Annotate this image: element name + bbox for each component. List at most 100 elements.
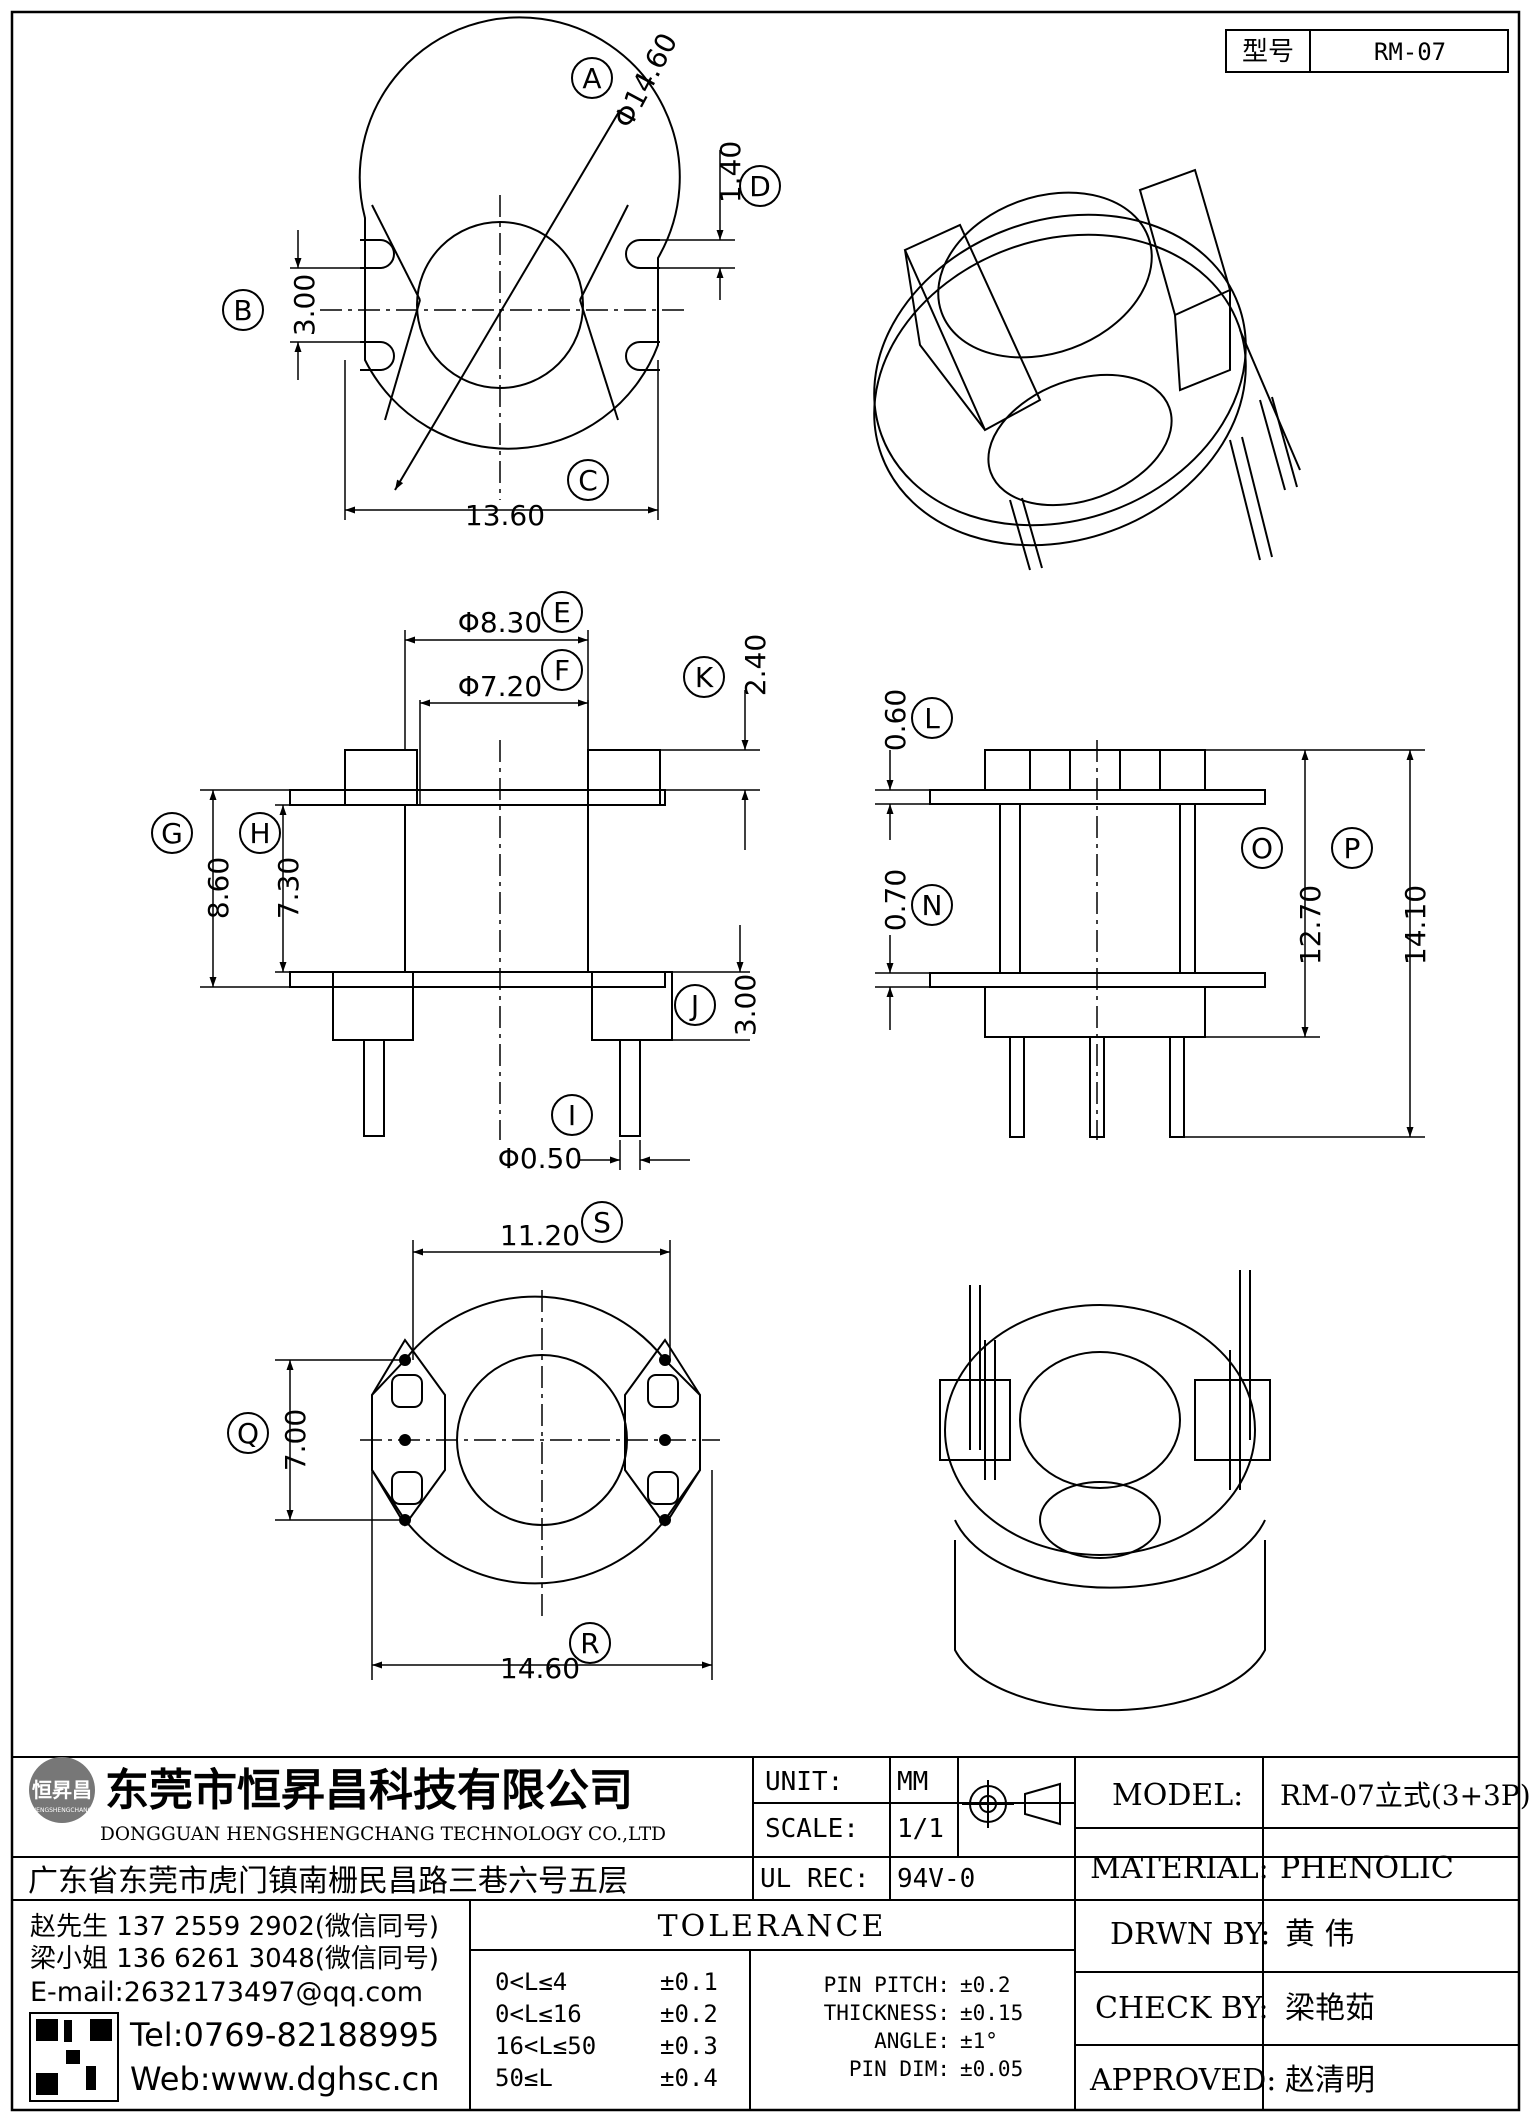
marker-D-circle — [739, 165, 781, 207]
dim-R-value: 14.60 — [500, 1652, 580, 1685]
dim-I-value: Φ0.50 — [498, 1142, 582, 1175]
model-box-value: RM-07 — [1374, 38, 1446, 66]
marker-P-circle — [1331, 827, 1373, 869]
bottom-view — [275, 1240, 720, 1680]
front-view-dims: Φ8.30 Φ7.20 2.40 8.60 7.30 3.00 Φ0.50 — [202, 606, 772, 1175]
side-view — [875, 740, 1425, 1140]
model-label: MODEL: — [1112, 1778, 1243, 1813]
marker-H-circle — [239, 812, 281, 854]
logo-subtext: HENGSHENGCHANG — [32, 1807, 93, 1814]
spec-label: THICKNESS: — [824, 2001, 950, 2025]
projection-symbol — [962, 1780, 1061, 1828]
approved-value: 赵清明 — [1285, 2063, 1375, 2098]
marker-O-circle — [1241, 827, 1283, 869]
dim-A-value: Φ14.60 — [607, 28, 684, 134]
marker-N-label: N — [922, 889, 943, 922]
contact-1: 赵先生 137 2559 2902(微信同号) — [30, 1912, 439, 1942]
logo-text: 恒昇昌 — [32, 1778, 92, 1802]
marker-C-circle — [567, 459, 609, 501]
marker-H-label: H — [249, 817, 270, 850]
model-box: 型号 RM-07 — [1225, 29, 1509, 73]
side-view-dims: 0.60 0.70 12.70 14.10 — [879, 689, 1432, 965]
bottom-view-dims: 11.20 7.00 14.60 — [279, 1219, 580, 1685]
dim-E-value: Φ8.30 — [458, 606, 542, 639]
tolerance-range: 0<L≤4 — [495, 1968, 567, 1996]
spec-value: ±0.15 — [960, 2001, 1023, 2025]
dim-F-value: Φ7.20 — [458, 670, 542, 703]
scale-value: 1/1 — [897, 1814, 944, 1844]
marker-F-label: F — [554, 654, 570, 687]
marker-P-label: P — [1344, 832, 1361, 865]
company-name-en: DONGGUAN HENGSHENGCHANG TECHNOLOGY CO.,L… — [100, 1824, 666, 1845]
dim-L-value: 0.60 — [879, 689, 912, 751]
ulrec-label: UL REC: — [760, 1864, 870, 1894]
marker-B-circle — [222, 289, 264, 331]
marker-R-circle — [569, 1622, 611, 1664]
drwn-value: 黄 伟 — [1285, 1917, 1355, 1952]
tolerance-range: 16<L≤50 — [495, 2032, 596, 2060]
drwn-label: DRWN BY: — [1110, 1917, 1270, 1952]
dim-H-value: 7.30 — [272, 857, 305, 919]
unit-label: UNIT: — [765, 1767, 843, 1797]
marker-N-circle — [911, 884, 953, 926]
dim-Q-value: 7.00 — [279, 1409, 312, 1471]
spec-value: ±1° — [960, 2029, 998, 2053]
dim-G-value: 8.60 — [202, 857, 235, 919]
marker-D-label: D — [749, 170, 771, 203]
check-value: 梁艳茹 — [1285, 1991, 1375, 2026]
tolerance-range: 50≤L — [495, 2064, 553, 2092]
marker-S-circle — [581, 1201, 623, 1243]
tolerance-title: TOLERANCE — [658, 1909, 887, 1944]
dim-K-value: 2.40 — [739, 634, 772, 696]
dim-P-value: 14.10 — [1399, 885, 1432, 965]
model-box-label: 型号 — [1242, 37, 1294, 67]
marker-K-label: K — [695, 661, 714, 694]
spec-label: ANGLE: — [874, 2029, 950, 2053]
marker-A-circle — [571, 57, 613, 99]
top-view — [290, 16, 735, 520]
dim-O-value: 12.70 — [1294, 885, 1327, 965]
material-label: MATERIAL: — [1090, 1851, 1269, 1886]
material-value: PHENOLIC — [1280, 1851, 1454, 1886]
approved-label: APPROVED: — [1089, 2063, 1276, 2098]
marker-L-label: L — [924, 702, 940, 735]
front-view — [200, 630, 760, 1170]
tolerance-table: 0<L≤4±0.10<L≤16±0.216<L≤50±0.350≤L±0.4 — [495, 1968, 718, 2092]
unit-value: MM — [897, 1767, 928, 1797]
marker-I-label: I — [568, 1099, 576, 1132]
marker-F-circle — [541, 649, 583, 691]
telephone: Tel:0769-82188995 — [129, 2016, 439, 2054]
marker-R-label: R — [580, 1627, 599, 1660]
marker-G-label: G — [161, 817, 183, 850]
qr-code — [29, 2012, 119, 2102]
dim-N-value: 0.70 — [879, 869, 912, 931]
scale-label: SCALE: — [765, 1814, 859, 1844]
marker-I-circle — [551, 1094, 593, 1136]
company-logo: 恒昇昌 HENGSHENGCHANG — [29, 1757, 95, 1823]
marker-E-label: E — [553, 596, 571, 629]
marker-J-circle — [674, 984, 716, 1026]
spec-label: PIN PITCH: — [824, 1973, 950, 1997]
tolerance-value: ±0.1 — [660, 1968, 718, 1996]
company-address: 广东省东莞市虎门镇南栅民昌路三巷六号五层 — [28, 1864, 628, 1899]
marker-B-label: B — [233, 294, 252, 327]
top-view-dims: Φ14.60 13.60 3.00 1.40 — [288, 28, 747, 532]
marker-K-circle — [683, 656, 725, 698]
spec-label: PIN DIM: — [849, 2057, 950, 2081]
contact-2: 梁小姐 136 6261 3048(微信同号) — [30, 1944, 439, 1974]
marker-Q-circle — [227, 1412, 269, 1454]
tolerance-value: ±0.2 — [660, 2000, 718, 2028]
spec-value: ±0.05 — [960, 2057, 1023, 2081]
marker-G-circle — [151, 812, 193, 854]
marker-S-label: S — [593, 1206, 611, 1239]
check-label: CHECK BY: — [1095, 1991, 1269, 2026]
tolerance-value: ±0.3 — [660, 2032, 718, 2060]
marker-J-label: J — [689, 989, 699, 1022]
iso-view-bottom — [939, 1270, 1271, 1712]
dim-B-value: 3.00 — [288, 274, 321, 336]
spec-table: PIN PITCH:±0.2THICKNESS:±0.15ANGLE:±1°PI… — [824, 1973, 1024, 2081]
marker-E-circle — [541, 591, 583, 633]
dim-S-value: 11.20 — [500, 1219, 580, 1252]
